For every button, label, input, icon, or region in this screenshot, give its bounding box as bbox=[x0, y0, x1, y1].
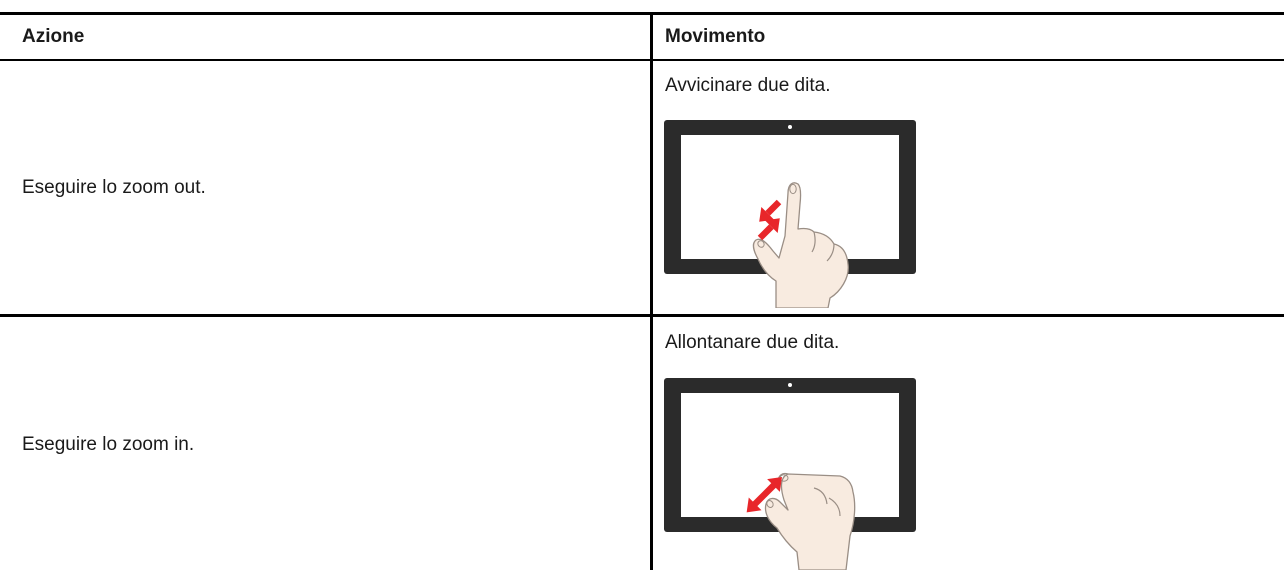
pinch-in-arrow-upper bbox=[759, 199, 782, 222]
row-1-action: Eseguire lo zoom out. bbox=[22, 177, 206, 198]
pinch-out-illustration bbox=[664, 378, 916, 570]
header-movement: Movimento bbox=[665, 26, 766, 47]
table-top-rule bbox=[0, 12, 1284, 15]
header-action: Azione bbox=[22, 26, 85, 47]
row-1-movement: Avvicinare due dita. bbox=[665, 75, 831, 96]
row-2-movement: Allontanare due dita. bbox=[665, 332, 840, 353]
pinch-in-arrow-lower bbox=[757, 218, 780, 241]
row-2-action: Eseguire lo zoom in. bbox=[22, 434, 195, 455]
pinch-out-arrow bbox=[746, 477, 782, 513]
row-divider-rule bbox=[0, 314, 1284, 317]
header-bottom-rule bbox=[0, 59, 1284, 61]
pinch-in-illustration bbox=[664, 120, 916, 308]
column-divider-rule bbox=[650, 12, 653, 570]
